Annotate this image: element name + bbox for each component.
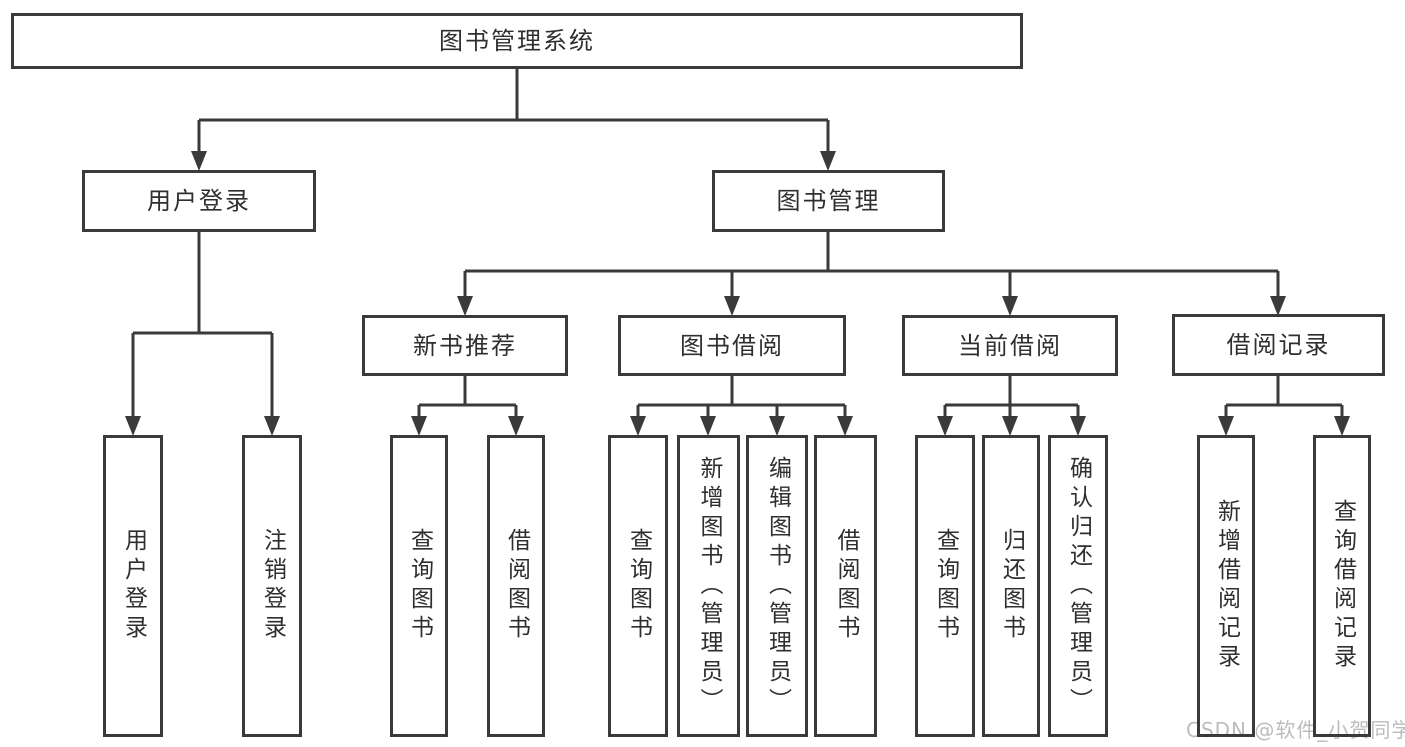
node-current-borrow: 当前借阅	[902, 315, 1118, 376]
connectors-root-to-level2	[191, 66, 836, 171]
leaf-user-login: 用户登录	[103, 435, 163, 737]
node-user-login: 用户登录	[82, 170, 316, 232]
node-new-book-recommend: 新书推荐	[362, 315, 568, 376]
leaf-query-borrow-record: 查询借阅记录	[1313, 435, 1371, 737]
node-library-management-system: 图书管理系统	[11, 13, 1023, 69]
node-book-management: 图书管理	[712, 170, 945, 232]
node-borrow-records: 借阅记录	[1172, 314, 1385, 376]
leaf-edit-books-admin: 编辑图书（管理员）	[746, 435, 808, 737]
leaf-query-books-current: 查询图书	[915, 435, 975, 737]
connectors-borrow-records-to-leaves	[1218, 374, 1350, 436]
leaf-query-books-recommend: 查询图书	[390, 435, 448, 737]
connectors-current-borrow-to-leaves	[937, 374, 1086, 436]
leaf-logout: 注销登录	[242, 435, 302, 737]
leaf-add-books-admin: 新增图书（管理员）	[677, 435, 740, 737]
leaf-query-books-borrow: 查询图书	[608, 435, 668, 737]
connectors-book-management-to-level3	[457, 230, 1286, 316]
node-book-borrow: 图书借阅	[618, 315, 846, 376]
connectors-new-book-recommend-to-leaves	[411, 374, 524, 436]
connectors-book-borrow-to-leaves	[630, 374, 853, 436]
leaf-confirm-return-admin: 确认归还（管理员）	[1048, 435, 1108, 737]
leaf-add-borrow-record: 新增借阅记录	[1197, 435, 1255, 737]
csdn-watermark: CSDN @软件_小贺同学	[1186, 718, 1405, 742]
leaf-borrow-books: 借阅图书	[814, 435, 877, 737]
leaf-return-books: 归还图书	[982, 435, 1040, 737]
leaf-borrow-books-recommend: 借阅图书	[487, 435, 545, 737]
connectors-user-login-to-leaves	[125, 230, 280, 436]
